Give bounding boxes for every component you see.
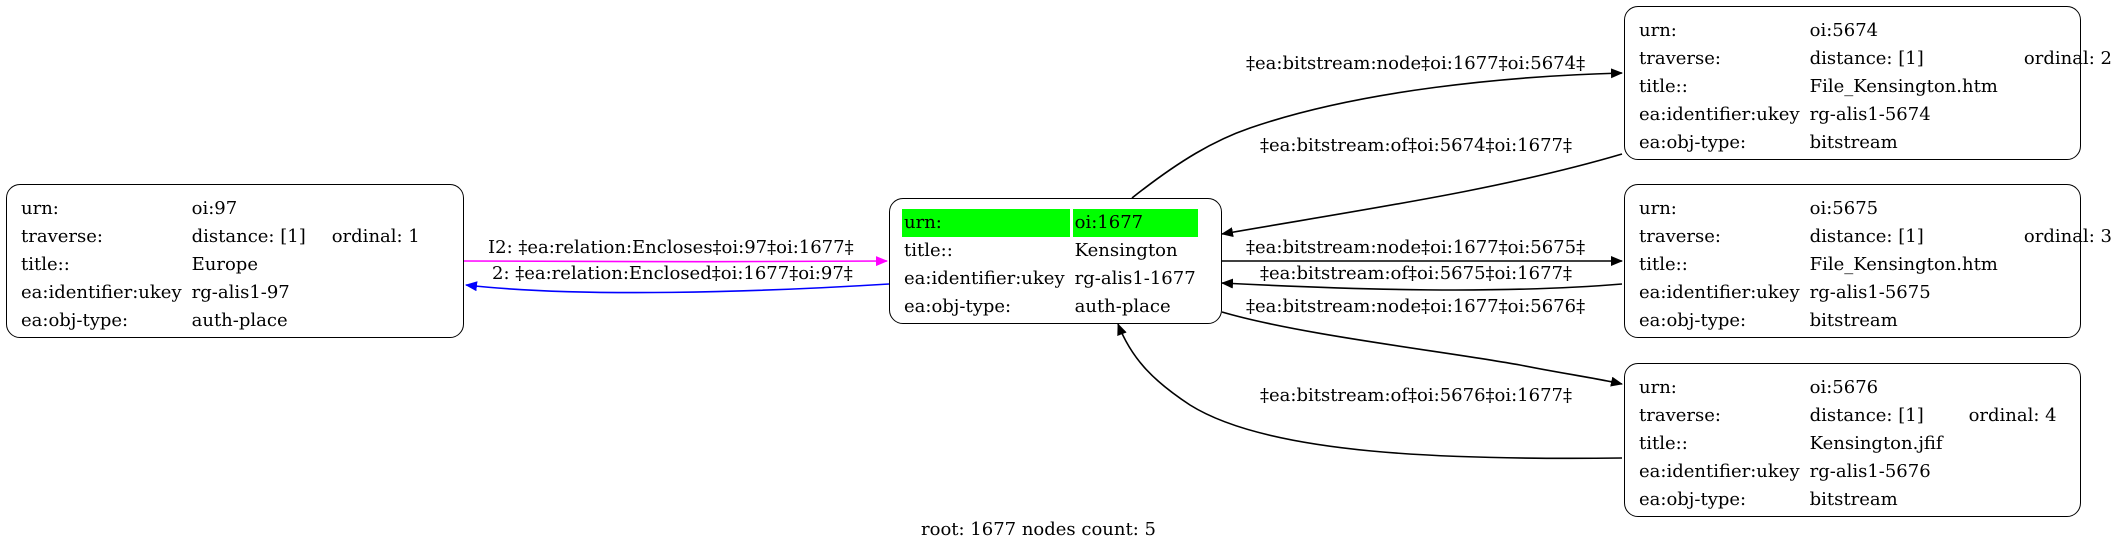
value-label: auth-place	[191, 310, 288, 331]
node-oi-1677-root[interactable]: urn: oi:1677 title:: Kensington ea:ident…	[889, 198, 1222, 324]
key-label: title::	[1639, 76, 1688, 97]
row-identifier: ea:identifier:ukey rg-alis1-97	[19, 279, 422, 307]
edge-label-of-5676: ‡ea:bitstream:of‡oi:5676‡oi:1677‡	[1260, 385, 1572, 406]
value-label: rg-alis1-5676	[1809, 461, 1931, 482]
value-label: bitstream	[1809, 310, 1898, 331]
row-urn-highlighted: urn: oi:1677	[902, 209, 1198, 237]
edge-label-node-5674: ‡ea:bitstream:node‡oi:1677‡oi:5674‡	[1246, 53, 1586, 74]
key-label: ea:identifier:ukey	[1639, 461, 1800, 482]
value-label: oi:5675	[1809, 198, 1879, 219]
key-label: title::	[904, 240, 953, 261]
edge-label-of-5675: ‡ea:bitstream:of‡oi:5675‡oi:1677‡	[1260, 263, 1572, 284]
node-oi-5676[interactable]: urn: oi:5676 traverse: distance: [1] ord…	[1624, 363, 2081, 517]
row-obj-type: ea:obj-type: bitstream	[1637, 129, 2114, 157]
row-traverse: traverse: distance: [1] ordinal: 2	[1637, 45, 2114, 73]
row-urn: urn: oi:5674	[1637, 17, 2114, 45]
value-label: rg-alis1-97	[191, 282, 290, 303]
row-identifier: ea:identifier:ukey rg-alis1-5675	[1637, 279, 2114, 307]
key-label: ea:identifier:ukey	[1639, 104, 1800, 125]
value-label: rg-alis1-1677	[1074, 268, 1196, 289]
row-obj-type: ea:obj-type: auth-place	[902, 293, 1198, 321]
row-obj-type: ea:obj-type: auth-place	[19, 307, 422, 335]
ordinal-label: ordinal: 3	[2023, 226, 2112, 247]
value-label: oi:5674	[1809, 20, 1879, 41]
node-oi-5674[interactable]: urn: oi:5674 traverse: distance: [1] ord…	[1624, 6, 2112, 160]
value-label: Kensington.jfif	[1809, 433, 1943, 454]
ordinal-label: ordinal: 1	[331, 226, 420, 247]
edge-label-node-5676: ‡ea:bitstream:node‡oi:1677‡oi:5676‡	[1246, 296, 1586, 317]
value-label: oi:97	[191, 198, 238, 219]
ordinal-label: ordinal: 4	[1968, 405, 2057, 426]
key-label: ea:identifier:ukey	[1639, 282, 1800, 303]
value-label: distance: [1]	[1809, 48, 1924, 69]
row-traverse: traverse: distance: [1] ordinal: 1	[19, 223, 422, 251]
key-label: traverse:	[1639, 226, 1721, 247]
key-label: ea:obj-type:	[1639, 489, 1747, 510]
edge-of-5675	[1221, 278, 1623, 291]
edge-label-encloses: I2: ‡ea:relation:Encloses‡oi:97‡oi:1677‡	[488, 237, 854, 258]
key-label: ea:obj-type:	[1639, 132, 1747, 153]
node-oi-5675[interactable]: urn: oi:5675 traverse: distance: [1] ord…	[1624, 184, 2112, 338]
value-label: oi:5676	[1809, 377, 1879, 398]
row-title: title:: Kensington	[902, 237, 1198, 265]
value-label: rg-alis1-5675	[1809, 282, 1931, 303]
graph-footer: root: 1677 nodes count: 5	[921, 519, 1156, 540]
value-label: rg-alis1-5674	[1809, 104, 1931, 125]
key-label: ea:obj-type:	[21, 310, 129, 331]
value-label: Kensington	[1074, 240, 1178, 261]
edge-node-5676	[1221, 311, 1623, 387]
key-label: ea:obj-type:	[1639, 310, 1747, 331]
edge-node-5674	[1131, 68, 1623, 199]
key-label: title::	[1639, 254, 1688, 275]
edge-enclosed	[465, 281, 890, 294]
key-label: ea:obj-type:	[904, 296, 1012, 317]
value-label: Europe	[191, 254, 258, 275]
key-label: traverse:	[21, 226, 103, 247]
row-obj-type: ea:obj-type: bitstream	[1637, 486, 2059, 514]
row-identifier: ea:identifier:ukey rg-alis1-1677	[902, 265, 1198, 293]
row-urn: urn: oi:5675	[1637, 195, 2114, 223]
edge-label-node-5675: ‡ea:bitstream:node‡oi:1677‡oi:5675‡	[1246, 237, 1586, 258]
key-label: ea:identifier:ukey	[904, 268, 1065, 289]
key-label: traverse:	[1639, 405, 1721, 426]
value-label: bitstream	[1809, 489, 1898, 510]
key-label: urn:	[21, 198, 59, 219]
edge-of-5674	[1221, 153, 1623, 238]
value-label: distance: [1]	[1809, 226, 1924, 247]
key-label: title::	[1639, 433, 1688, 454]
edge-encloses	[463, 256, 888, 267]
key-label: urn:	[1639, 20, 1677, 41]
row-traverse: traverse: distance: [1] ordinal: 3	[1637, 223, 2114, 251]
key-label: title::	[21, 254, 70, 275]
value-label: distance: [1]	[191, 226, 306, 247]
row-title: title:: File_Kensington.htm	[1637, 73, 2114, 101]
edge-label-of-5674: ‡ea:bitstream:of‡oi:5674‡oi:1677‡	[1260, 135, 1572, 156]
value-label: distance: [1]	[1809, 405, 1924, 426]
edge-label-enclosed: 2: ‡ea:relation:Enclosed‡oi:1677‡oi:97‡	[492, 263, 853, 284]
value-label: File_Kensington.htm	[1809, 254, 1998, 275]
key-label: urn:	[1639, 377, 1677, 398]
node-oi-97[interactable]: urn: oi:97 traverse: distance: [1] ordin…	[6, 184, 464, 338]
key-label: traverse:	[1639, 48, 1721, 69]
value-label: File_Kensington.htm	[1809, 76, 1998, 97]
row-title: title:: Europe	[19, 251, 422, 279]
row-identifier: ea:identifier:ukey rg-alis1-5676	[1637, 458, 2059, 486]
value-label: bitstream	[1809, 132, 1898, 153]
row-urn: urn: oi:5676	[1637, 374, 2059, 402]
key-label: urn:	[1639, 198, 1677, 219]
row-title: title:: Kensington.jfif	[1637, 430, 2059, 458]
edge-of-5676	[1117, 323, 1623, 460]
row-urn: urn: oi:97	[19, 195, 422, 223]
row-identifier: ea:identifier:ukey rg-alis1-5674	[1637, 101, 2114, 129]
row-title: title:: File_Kensington.htm	[1637, 251, 2114, 279]
value-label: auth-place	[1074, 296, 1171, 317]
value-label: oi:1677	[1072, 209, 1198, 237]
row-traverse: traverse: distance: [1] ordinal: 4	[1637, 402, 2059, 430]
key-label: urn:	[902, 209, 1073, 237]
row-obj-type: ea:obj-type: bitstream	[1637, 307, 2114, 335]
key-label: ea:identifier:ukey	[21, 282, 182, 303]
ordinal-label: ordinal: 2	[2023, 48, 2112, 69]
